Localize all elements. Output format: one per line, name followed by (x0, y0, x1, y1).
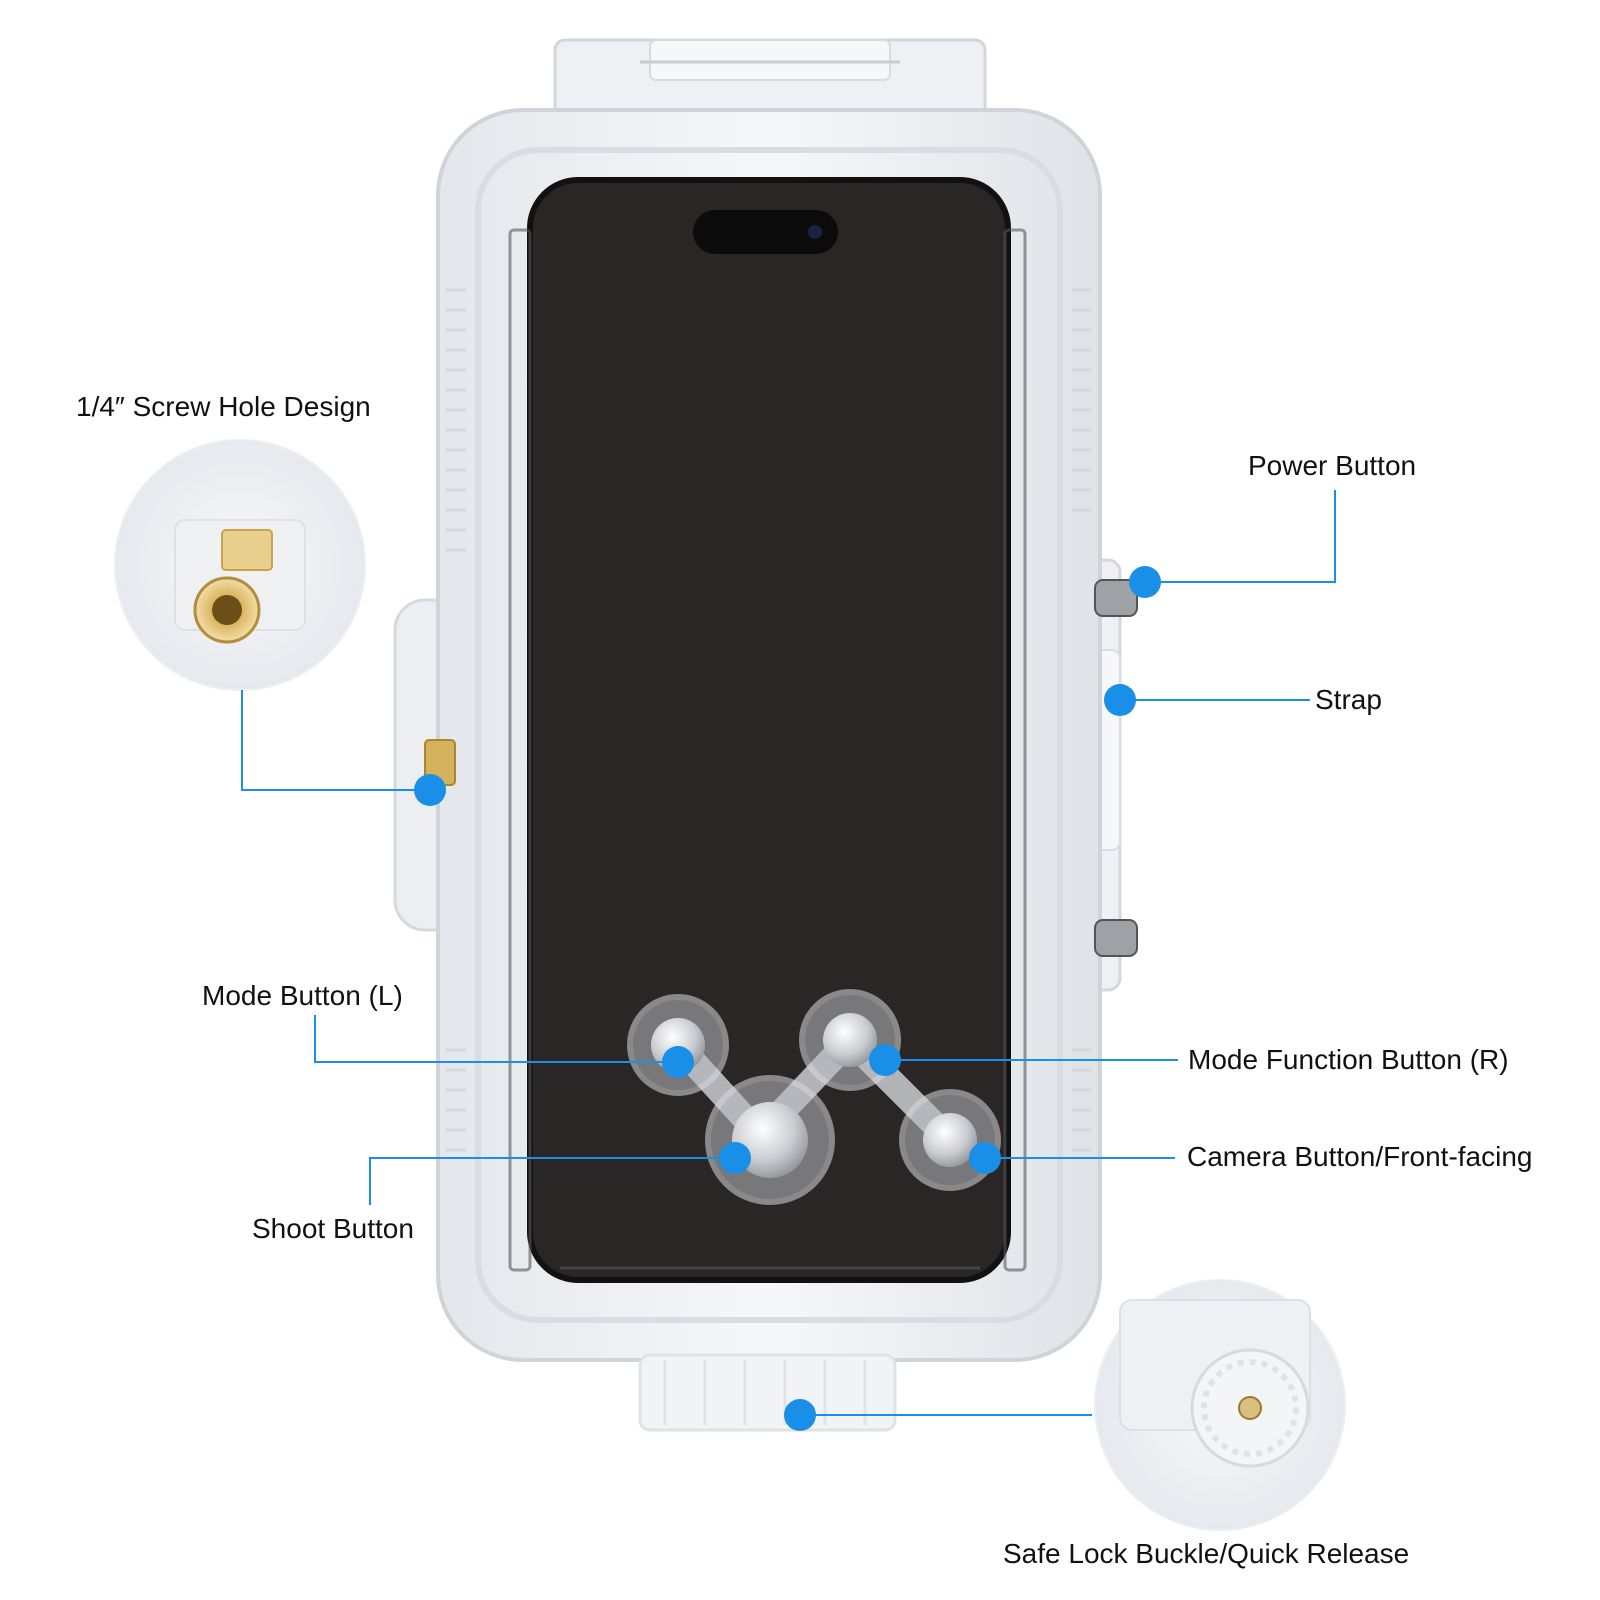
dot-safe-lock (784, 1399, 816, 1431)
bottom-knob (638, 1353, 897, 1432)
dot-power-button (1129, 566, 1161, 598)
label-camera-button: Camera Button/Front-facing (1187, 1141, 1533, 1172)
dot-strap (1104, 684, 1136, 716)
label-safe-lock: Safe Lock Buckle/Quick Release (1003, 1538, 1410, 1569)
label-mode-function-button-r: Mode Function Button (R) (1188, 1044, 1509, 1075)
callout-dots (414, 566, 1161, 1431)
grip-ridges (446, 288, 1092, 1152)
dot-screw-hole (414, 774, 446, 806)
label-screw-hole: 1/4″ Screw Hole Design (76, 391, 371, 422)
front-camera-lens (808, 225, 822, 239)
inset-screw-hole (114, 439, 366, 691)
label-shoot-button: Shoot Button (252, 1213, 414, 1244)
dot-camera-button (969, 1142, 1001, 1174)
dot-shoot-button (719, 1142, 751, 1174)
callout-lines (241, 490, 1336, 1416)
dot-mode-button-l (662, 1046, 694, 1078)
right-side-knobs (1094, 579, 1138, 957)
label-power-button: Power Button (1248, 450, 1417, 481)
case-rails (508, 228, 1027, 1272)
label-strap: Strap (1315, 684, 1382, 715)
case-inner-frame (475, 147, 1063, 1323)
label-mode-button-l: Mode Button (L) (202, 980, 403, 1011)
dynamic-island (693, 210, 838, 254)
inset-safe-lock (1094, 1279, 1346, 1531)
dot-mode-function-button (869, 1044, 901, 1076)
